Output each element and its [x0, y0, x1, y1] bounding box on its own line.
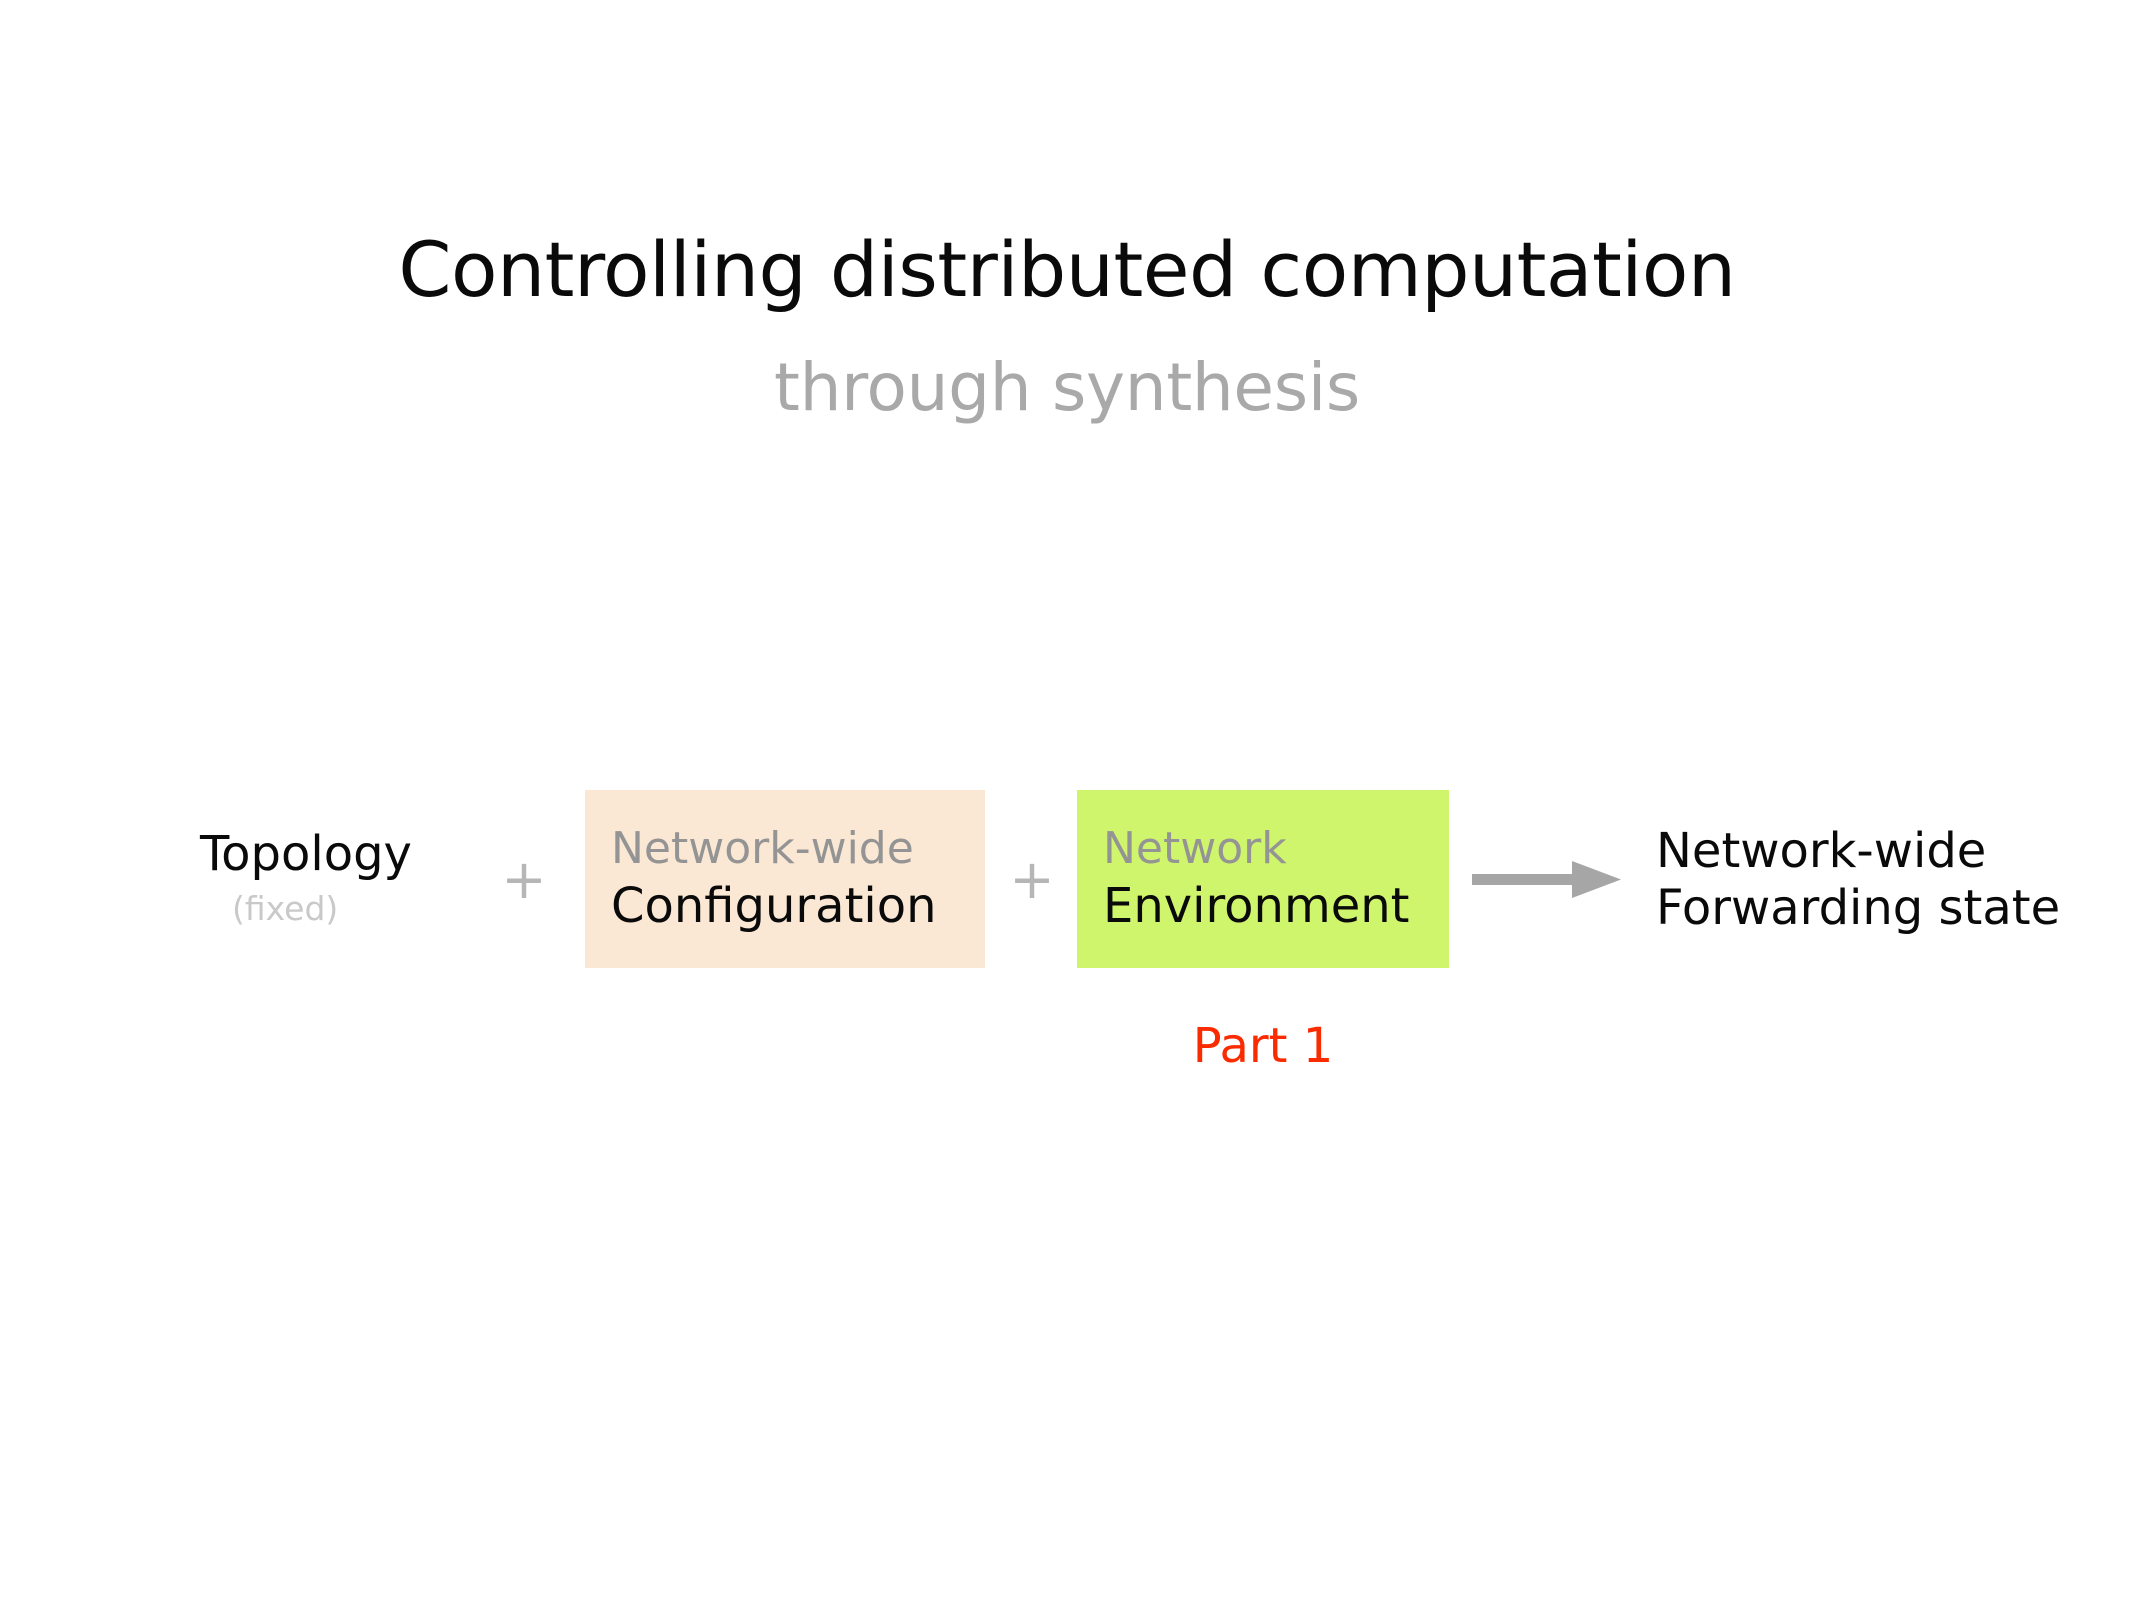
plus-operator-1: + [501, 848, 547, 911]
term-environment: Network Environment [1077, 790, 1449, 968]
term-configuration-qualifier: Network-wide [611, 823, 914, 875]
term-environment-label: Environment [1103, 877, 1410, 934]
page-subtitle: through synthesis [774, 349, 1360, 426]
term-topology-label: Topology [200, 826, 412, 883]
term-forwarding-state-line-1: Network-wide [1656, 823, 1987, 880]
term-topology-note: (fixed) [232, 888, 339, 928]
part-label: Part 1 [1192, 1018, 1334, 1074]
formula-row: Topology (fixed) + Network-wide Configur… [0, 760, 2134, 1000]
term-configuration-label: Configuration [611, 877, 937, 934]
term-topology: Topology (fixed) [200, 760, 500, 1000]
term-forwarding-state-line-2: Forwarding state [1656, 880, 2061, 936]
right-arrow-icon [1472, 856, 1628, 904]
term-forwarding-state: Network-wide Forwarding state [1656, 760, 2116, 1000]
term-environment-qualifier: Network [1103, 823, 1287, 875]
plus-operator-2: + [1009, 848, 1055, 911]
term-configuration: Network-wide Configuration [585, 790, 985, 968]
page-title: Controlling distributed computation [398, 225, 1736, 314]
